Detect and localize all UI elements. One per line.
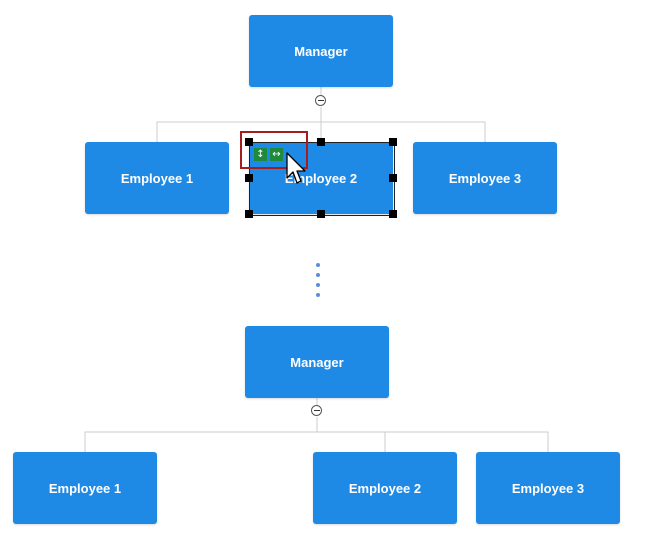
resize-handle-top-right[interactable] bbox=[389, 138, 397, 146]
highlight-box bbox=[240, 131, 308, 169]
resize-handle-left[interactable] bbox=[245, 174, 253, 182]
employee-2-node-selected[interactable]: Employee 2 bbox=[249, 142, 393, 214]
resize-handle-bottom[interactable] bbox=[317, 210, 325, 218]
horizontal-resize-icon[interactable]: ↔ bbox=[270, 148, 283, 161]
resize-handle-right[interactable] bbox=[389, 174, 397, 182]
resize-handle-top[interactable] bbox=[317, 138, 325, 146]
minus-circle-icon[interactable] bbox=[311, 405, 322, 416]
resize-handle-bottom-left[interactable] bbox=[245, 210, 253, 218]
ellipsis-dot bbox=[316, 293, 320, 297]
minus-circle-icon[interactable] bbox=[315, 95, 326, 106]
employee-2-node[interactable]: Employee 2 bbox=[313, 452, 457, 524]
ellipsis-dot bbox=[316, 283, 320, 287]
employee-1-node[interactable]: Employee 1 bbox=[85, 142, 229, 214]
mouse-pointer-icon bbox=[286, 152, 306, 184]
resize-handle-bottom-right[interactable] bbox=[389, 210, 397, 218]
vertical-resize-icon[interactable]: ↕ bbox=[254, 148, 267, 161]
employee-3-node[interactable]: Employee 3 bbox=[476, 452, 620, 524]
manager-node[interactable]: Manager bbox=[245, 326, 389, 398]
employee-3-node[interactable]: Employee 3 bbox=[413, 142, 557, 214]
ellipsis-dot bbox=[316, 273, 320, 277]
manager-node[interactable]: Manager bbox=[249, 15, 393, 87]
ellipsis-dot bbox=[316, 263, 320, 267]
resize-handle-top-left[interactable] bbox=[245, 138, 253, 146]
employee-1-node[interactable]: Employee 1 bbox=[13, 452, 157, 524]
